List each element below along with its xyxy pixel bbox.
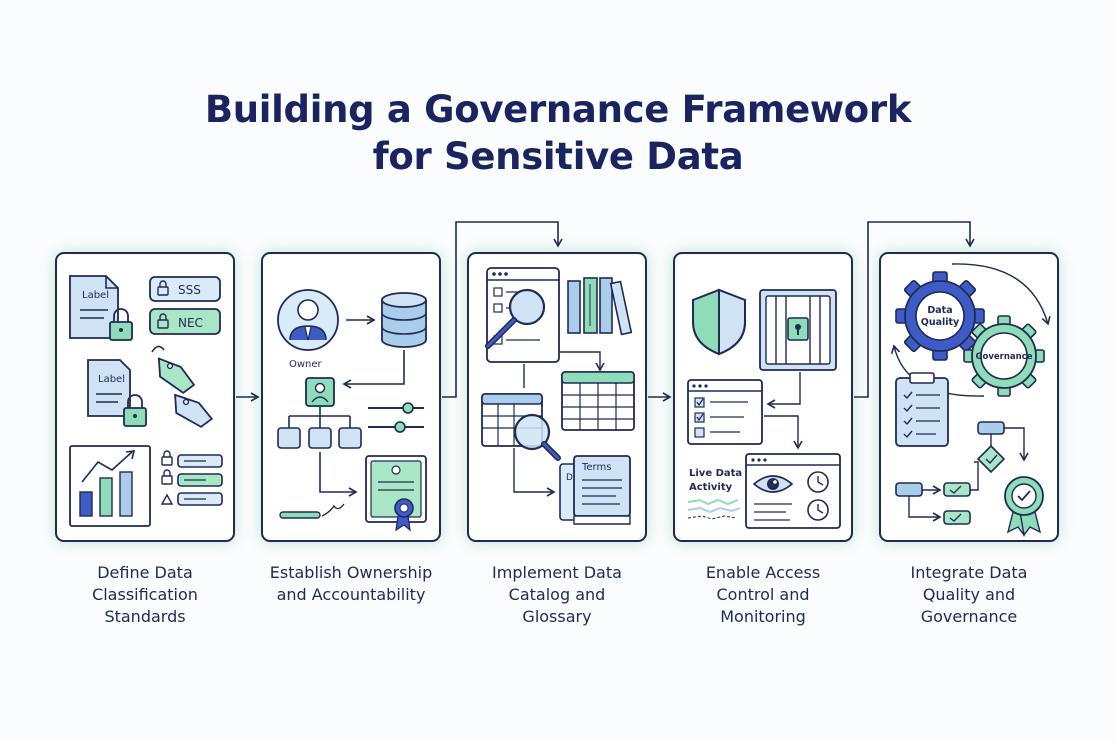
caption-1-line-3: Standards — [104, 607, 186, 626]
clipboard-checklist-icon — [895, 372, 949, 447]
owner-avatar-icon: Owner — [277, 289, 339, 370]
approval-badge-icon — [1004, 476, 1044, 537]
bar-chart-icon — [69, 445, 151, 527]
tag-nec-label: NEC — [178, 316, 203, 330]
connector-4-5 — [854, 221, 975, 398]
step-caption-5: Integrate Data Quality and Governance — [859, 562, 1079, 628]
data-table-icon — [561, 371, 635, 431]
magnifier-icon — [485, 288, 546, 349]
table-magnifier-icon — [481, 393, 561, 461]
doc-label-1: Label — [82, 290, 109, 301]
vault-door-icon — [759, 289, 837, 371]
tag-sss: SSS — [149, 276, 221, 302]
glossary-terms-label: Terms — [581, 462, 611, 473]
monitoring-dashboard-icon — [745, 453, 841, 529]
tag-sss-label: SSS — [178, 283, 201, 297]
caption-2-line-2: and Accountability — [276, 585, 426, 604]
step-caption-1: Define Data Classification Standards — [35, 562, 255, 628]
access-list-icon — [160, 450, 223, 506]
caption-1-line-1: Define Data — [97, 563, 193, 582]
hanging-tags-icon — [151, 345, 214, 428]
document-label-icon: Label — [69, 275, 119, 339]
document-label-icon-2: Label — [87, 359, 131, 417]
governance-gear-icon: Governance — [963, 315, 1045, 397]
step-caption-4: Enable Access Control and Monitoring — [653, 562, 873, 628]
gear-data-label: Data — [927, 305, 952, 316]
connector-2-3 — [442, 221, 563, 398]
workflow-flowchart-icon — [895, 421, 1029, 525]
data-quality-gear-icon: Data Quality — [895, 271, 985, 361]
caption-3-line-2: Catalog and — [508, 585, 606, 604]
gear-governance-label: Governance — [976, 352, 1033, 362]
doc-label-2: Label — [98, 374, 125, 385]
caption-4-line-3: Monitoring — [720, 607, 806, 626]
certificate-icon — [365, 455, 427, 532]
caption-5-line-2: Quality and — [922, 585, 1016, 604]
caption-3-line-1: Implement Data — [492, 563, 622, 582]
caption-1-line-2: Classification — [92, 585, 198, 604]
caption-4-line-2: Control and — [716, 585, 810, 604]
pen-signature-icon — [279, 503, 345, 519]
gear-quality-label: Quality — [921, 317, 960, 328]
live-data-label-1: Live Data — [689, 468, 742, 479]
caption-3-line-3: Glossary — [522, 607, 592, 626]
lock-icon — [109, 308, 133, 341]
step-caption-2: Establish Ownership and Accountability — [241, 562, 461, 606]
title-line-2: for Sensitive Data — [372, 135, 744, 178]
checklist-window-icon — [687, 379, 763, 445]
live-data-label-2: Activity — [689, 482, 733, 493]
database-icon — [381, 292, 427, 348]
slider-controls-icon — [368, 402, 424, 433]
org-hierarchy-icon — [277, 377, 362, 449]
caption-4-line-1: Enable Access — [705, 563, 821, 582]
page-title: Building a Governance Framework for Sens… — [0, 86, 1116, 180]
glossary-back-label: De — [566, 473, 579, 483]
tag-nec: NEC — [149, 308, 221, 335]
books-icon — [567, 277, 633, 336]
glossary-terms-icon: De Terms — [559, 455, 631, 525]
live-data-activity: Live Data Activity — [687, 468, 742, 520]
caption-5-line-3: Governance — [920, 607, 1018, 626]
step-caption-3: Implement Data Catalog and Glossary — [447, 562, 667, 628]
caption-2-line-1: Establish Ownership — [269, 563, 433, 582]
title-line-1: Building a Governance Framework — [204, 88, 912, 131]
caption-5-line-1: Integrate Data — [910, 563, 1028, 582]
owner-label: Owner — [289, 359, 323, 370]
shield-icon — [692, 288, 746, 356]
lock-icon-2 — [123, 394, 147, 427]
